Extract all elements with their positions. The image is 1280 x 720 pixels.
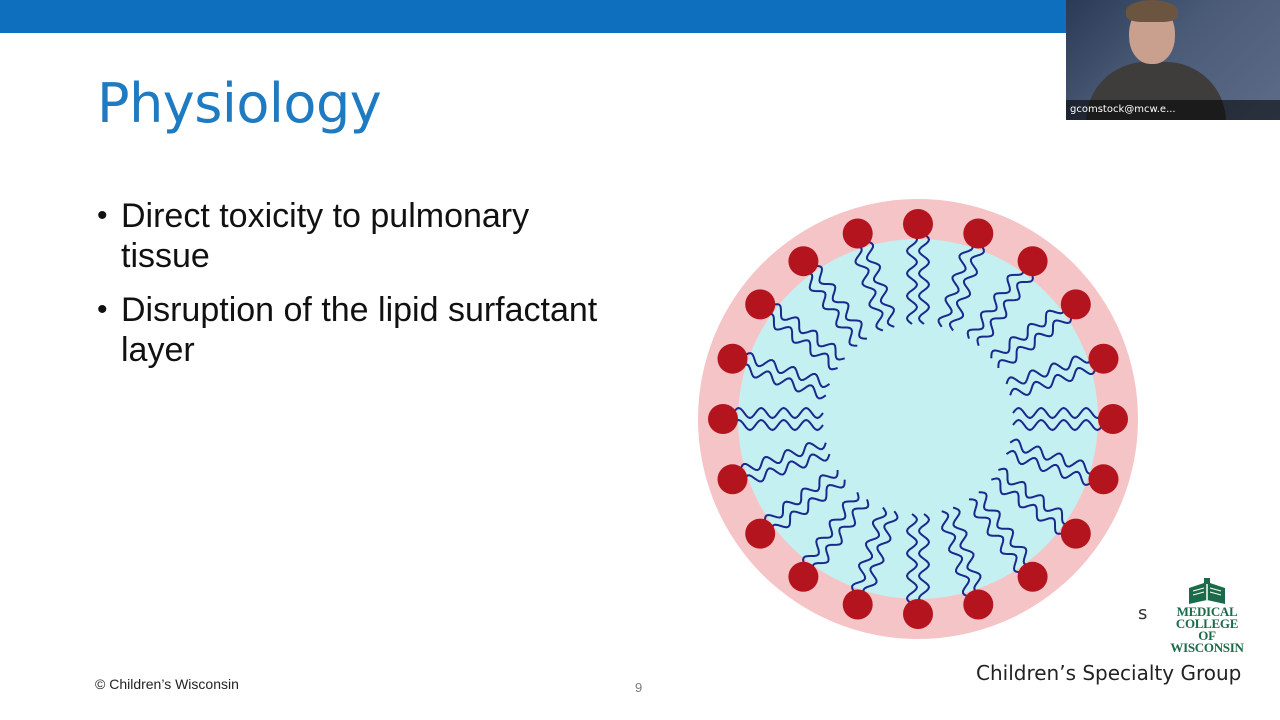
slide-title: Physiology xyxy=(97,72,382,135)
inner-core xyxy=(738,239,1098,599)
polar-head-group xyxy=(788,246,819,277)
participant-video-tile[interactable]: gcomstock@mcw.e... xyxy=(1066,0,1280,120)
lipid-tail xyxy=(804,271,858,347)
bullet-list: Direct toxicity to pulmonary tissue Disr… xyxy=(95,196,615,384)
lipid-tail xyxy=(941,510,971,598)
lipid-tail xyxy=(917,513,931,605)
lipid-tail xyxy=(851,506,888,594)
lipid-tail xyxy=(905,513,919,605)
group-name: Children’s Specialty Group xyxy=(976,661,1242,685)
mcw-logo: MEDICAL COLLEGE OF WISCONSIN xyxy=(1162,578,1252,654)
lipid-tail xyxy=(854,243,884,332)
polar-head-group xyxy=(745,518,776,549)
lipid-tail xyxy=(966,265,1025,339)
lipid-tail xyxy=(1012,406,1104,420)
lipid-tail xyxy=(978,491,1032,567)
polar-head-group xyxy=(1017,246,1048,277)
cropped-text-fragment: s xyxy=(1138,603,1148,624)
lipid-tail xyxy=(1009,366,1097,396)
bullet-item: Direct toxicity to pulmonary tissue xyxy=(95,196,615,276)
lipid-tail xyxy=(732,418,824,432)
polar-head-group xyxy=(963,589,994,620)
page-number: 9 xyxy=(635,680,643,695)
lipid-tail xyxy=(732,406,824,420)
logo-line: MEDICAL xyxy=(1176,604,1238,619)
phospholipid-molecules xyxy=(708,209,1128,629)
polar-head-group xyxy=(1060,289,1091,320)
polar-head-group xyxy=(717,464,748,495)
lipid-tail xyxy=(743,352,831,389)
lipid-tail xyxy=(862,510,899,598)
lipid-tail xyxy=(1005,449,1093,486)
surfactant-micelle-diagram xyxy=(698,199,1138,639)
lipid-tail xyxy=(990,305,1066,359)
lipid-tail xyxy=(763,470,839,523)
lipid-tail xyxy=(802,492,860,566)
lipid-tail xyxy=(1005,355,1094,385)
lipid-tail xyxy=(865,240,895,328)
lipid-tail xyxy=(814,264,867,340)
lipid-tail xyxy=(1012,418,1104,432)
polar-head-group xyxy=(903,599,933,629)
lipid-tail xyxy=(952,506,982,595)
lipid-tail xyxy=(905,233,919,325)
polar-head-group xyxy=(842,589,873,620)
polar-head-group xyxy=(1098,404,1128,434)
lipid-tail xyxy=(811,499,870,573)
polar-head-group xyxy=(788,561,819,592)
bullet-item: Disruption of the lipid surfactant layer xyxy=(95,290,615,370)
lipid-tail xyxy=(764,312,838,371)
lipid-tail xyxy=(998,467,1072,526)
lipid-tail xyxy=(770,479,846,533)
logo-line: OF WISCONSIN xyxy=(1170,628,1244,655)
lipid-tail xyxy=(917,233,931,325)
polar-head-group xyxy=(1088,464,1119,495)
polar-head-group xyxy=(745,289,776,320)
lipid-tail xyxy=(948,244,985,332)
polar-head-group xyxy=(1017,561,1048,592)
lipid-tail xyxy=(976,272,1034,346)
lipid-tail xyxy=(771,303,845,361)
lipid-tail xyxy=(739,442,827,472)
polar-head-group xyxy=(708,404,738,434)
logo-line: COLLEGE xyxy=(1175,616,1239,631)
polar-head-group xyxy=(1060,518,1091,549)
book-emblem-icon xyxy=(1189,578,1225,604)
polar-head-group xyxy=(963,218,994,249)
participant-name-label: gcomstock@mcw.e... xyxy=(1066,100,1280,120)
lipid-tail xyxy=(997,315,1073,368)
polar-head-group xyxy=(903,209,933,239)
copyright-footer: © Children’s Wisconsin xyxy=(95,676,239,692)
lipid-tail xyxy=(969,498,1022,574)
polar-head-group xyxy=(717,343,748,374)
lipid-tail xyxy=(1009,438,1097,475)
participant-hair xyxy=(1126,0,1178,22)
lipid-tail xyxy=(991,477,1065,535)
lipid-tail xyxy=(937,240,974,328)
polar-head-group xyxy=(842,218,873,249)
lipid-tail xyxy=(742,453,831,483)
lipid-tail xyxy=(739,363,827,400)
polar-head-group xyxy=(1088,343,1119,374)
